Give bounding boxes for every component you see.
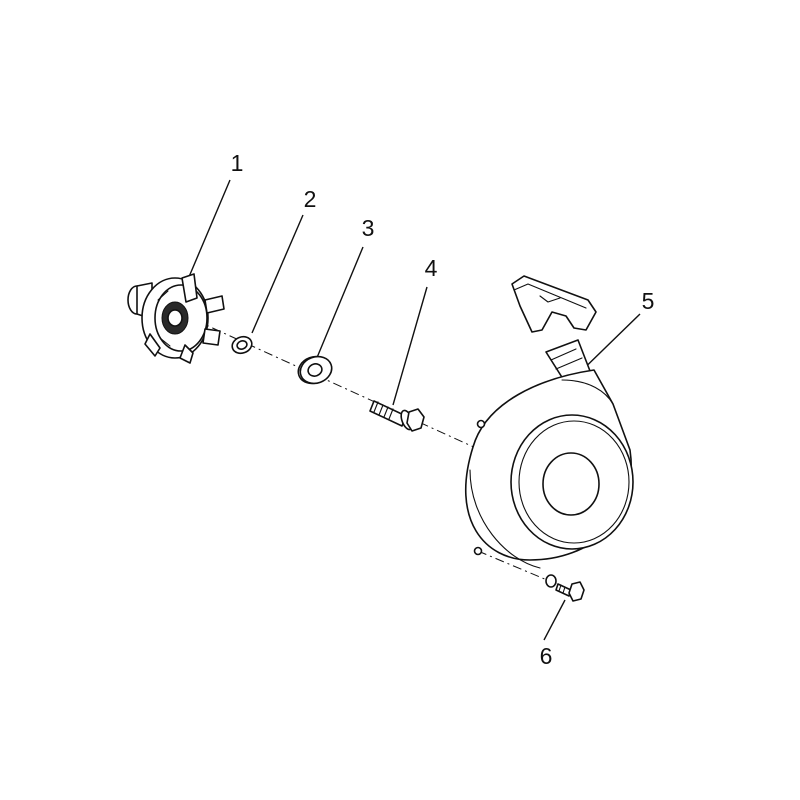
part-number-labels: 1 2 3 4 5 6 — [231, 150, 655, 669]
part-6-screw-with-washer — [545, 574, 585, 602]
part-label-3: 3 — [362, 215, 375, 241]
part-4-flange-bolt — [369, 400, 425, 432]
part-label-2: 2 — [304, 186, 317, 212]
part-2-small-washer — [231, 335, 253, 355]
part-3-flat-washer — [297, 355, 333, 385]
part-5-recoil-starter-housing — [464, 275, 634, 569]
part-1-starter-pulley — [127, 273, 225, 364]
part-label-1: 1 — [231, 150, 244, 176]
part-label-6: 6 — [540, 643, 553, 669]
part-label-5: 5 — [642, 288, 655, 314]
part-label-4: 4 — [425, 255, 438, 281]
